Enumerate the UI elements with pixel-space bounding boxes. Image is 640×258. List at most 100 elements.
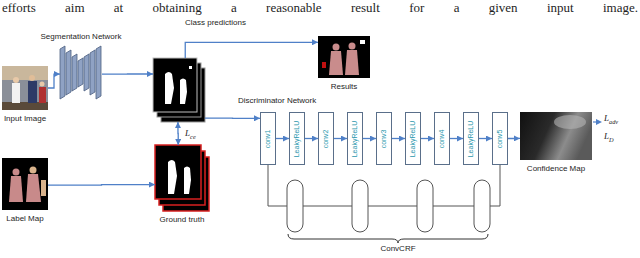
network-layers	[96, 46, 101, 99]
image-stack: Class predictions	[153, 58, 205, 122]
network-layers	[72, 54, 77, 91]
output-arrow	[593, 119, 602, 125]
layer-box: LeakyReLU	[347, 112, 363, 165]
flow-arrow	[48, 74, 60, 88]
convcrf-branch	[417, 180, 433, 232]
input-photo	[2, 66, 48, 110]
prediction-stack	[189, 66, 192, 69]
ground-truth-stack	[155, 145, 209, 211]
ground-truth-stack	[155, 145, 201, 199]
body-text: efforts aim at obtaining a reasonable re…	[2, 0, 638, 15]
module-name: ConvCRF	[380, 244, 415, 254]
prediction-stack	[153, 58, 197, 112]
flow-arrow	[392, 138, 405, 139]
result-image	[322, 62, 326, 68]
result-image	[329, 51, 343, 75]
flow-arrow	[185, 42, 318, 58]
layer-box: LeakyReLU	[289, 112, 305, 165]
network-layers	[90, 50, 95, 95]
flow-arrow	[177, 122, 179, 145]
image-node: Label Map	[2, 158, 48, 210]
prediction-stack	[165, 72, 174, 104]
convcrf-branch	[474, 180, 490, 232]
layer-name: LeakyReLU	[467, 120, 475, 157]
label-map	[30, 167, 37, 174]
loss-name: Lce	[184, 128, 197, 140]
layer-name: LeakyReLU	[351, 120, 359, 157]
network-layers	[78, 58, 83, 87]
layer-box: conv1	[260, 112, 276, 165]
convcrf-branch	[268, 165, 500, 232]
flow-arrow	[205, 118, 260, 119]
layer-box: LeakyReLU	[463, 112, 479, 165]
prediction-stack	[180, 79, 187, 105]
flow-arrow	[102, 73, 153, 74]
image-stack: Ground truth	[155, 145, 209, 211]
input-photo	[2, 66, 48, 80]
result-image	[318, 36, 370, 78]
confidence-image	[520, 112, 592, 160]
input-photo	[2, 102, 48, 110]
result-image	[345, 50, 359, 75]
label-map	[26, 174, 41, 202]
network-layers	[60, 46, 65, 99]
layer-box: conv4	[434, 112, 450, 165]
convcrf-branch	[352, 180, 368, 232]
flow-arrow	[276, 138, 289, 139]
flow-arrow	[508, 138, 520, 139]
label-map	[9, 176, 23, 202]
result-image	[333, 44, 340, 51]
image-node: Results	[318, 36, 370, 78]
layer-name: LeakyReLU	[293, 120, 301, 157]
flow-arrow	[421, 138, 434, 139]
input-photo	[13, 77, 19, 83]
label-map	[2, 158, 48, 210]
output-arrow	[596, 119, 602, 125]
input-photo	[39, 87, 46, 103]
input-photo	[2, 66, 48, 110]
confidence-image	[554, 115, 586, 129]
image-caption: Input Image	[4, 114, 46, 124]
image-caption: Segmentation Network	[41, 32, 122, 42]
flow-arrow	[450, 138, 463, 139]
convcrf-branch	[287, 180, 303, 232]
image-caption: Class predictions	[185, 18, 246, 28]
input-photo	[12, 83, 20, 103]
label-map	[13, 169, 20, 176]
input-photo	[29, 75, 35, 81]
layer-name: conv5	[496, 129, 504, 148]
network-title: Discriminator Network	[238, 96, 316, 106]
flow-arrow	[334, 138, 347, 139]
layer-name: LeakyReLU	[409, 120, 417, 157]
layer-box: conv5	[492, 112, 508, 165]
flow-arrow	[363, 138, 376, 139]
loss-name: LD	[604, 131, 614, 145]
flow-arrow	[479, 138, 492, 139]
layer-name: conv2	[322, 129, 330, 148]
image-caption: Results	[331, 82, 358, 92]
layer-box: conv3	[376, 112, 392, 165]
input-photo	[40, 82, 45, 87]
flow-arrow	[48, 184, 155, 186]
image-node: Confidence Map	[520, 112, 592, 160]
result-image	[349, 43, 356, 50]
image-node: Input Image	[2, 66, 48, 110]
input-photo	[28, 81, 37, 103]
layer-name: conv1	[264, 129, 272, 148]
brace	[288, 234, 488, 243]
confidence-image	[520, 112, 592, 160]
result-image	[318, 36, 370, 78]
label-map	[2, 158, 48, 210]
ground-truth-stack	[168, 160, 177, 194]
image-caption: Confidence Map	[527, 164, 585, 174]
layer-name: conv4	[438, 129, 446, 148]
flow-arrow	[305, 138, 318, 139]
ground-truth-stack	[184, 167, 191, 195]
loss-name: Ladv	[604, 113, 618, 127]
network-layers	[60, 46, 101, 99]
result-image	[360, 40, 365, 44]
image-caption: Ground truth	[160, 215, 205, 225]
network-node: Segmentation Network	[60, 46, 102, 99]
